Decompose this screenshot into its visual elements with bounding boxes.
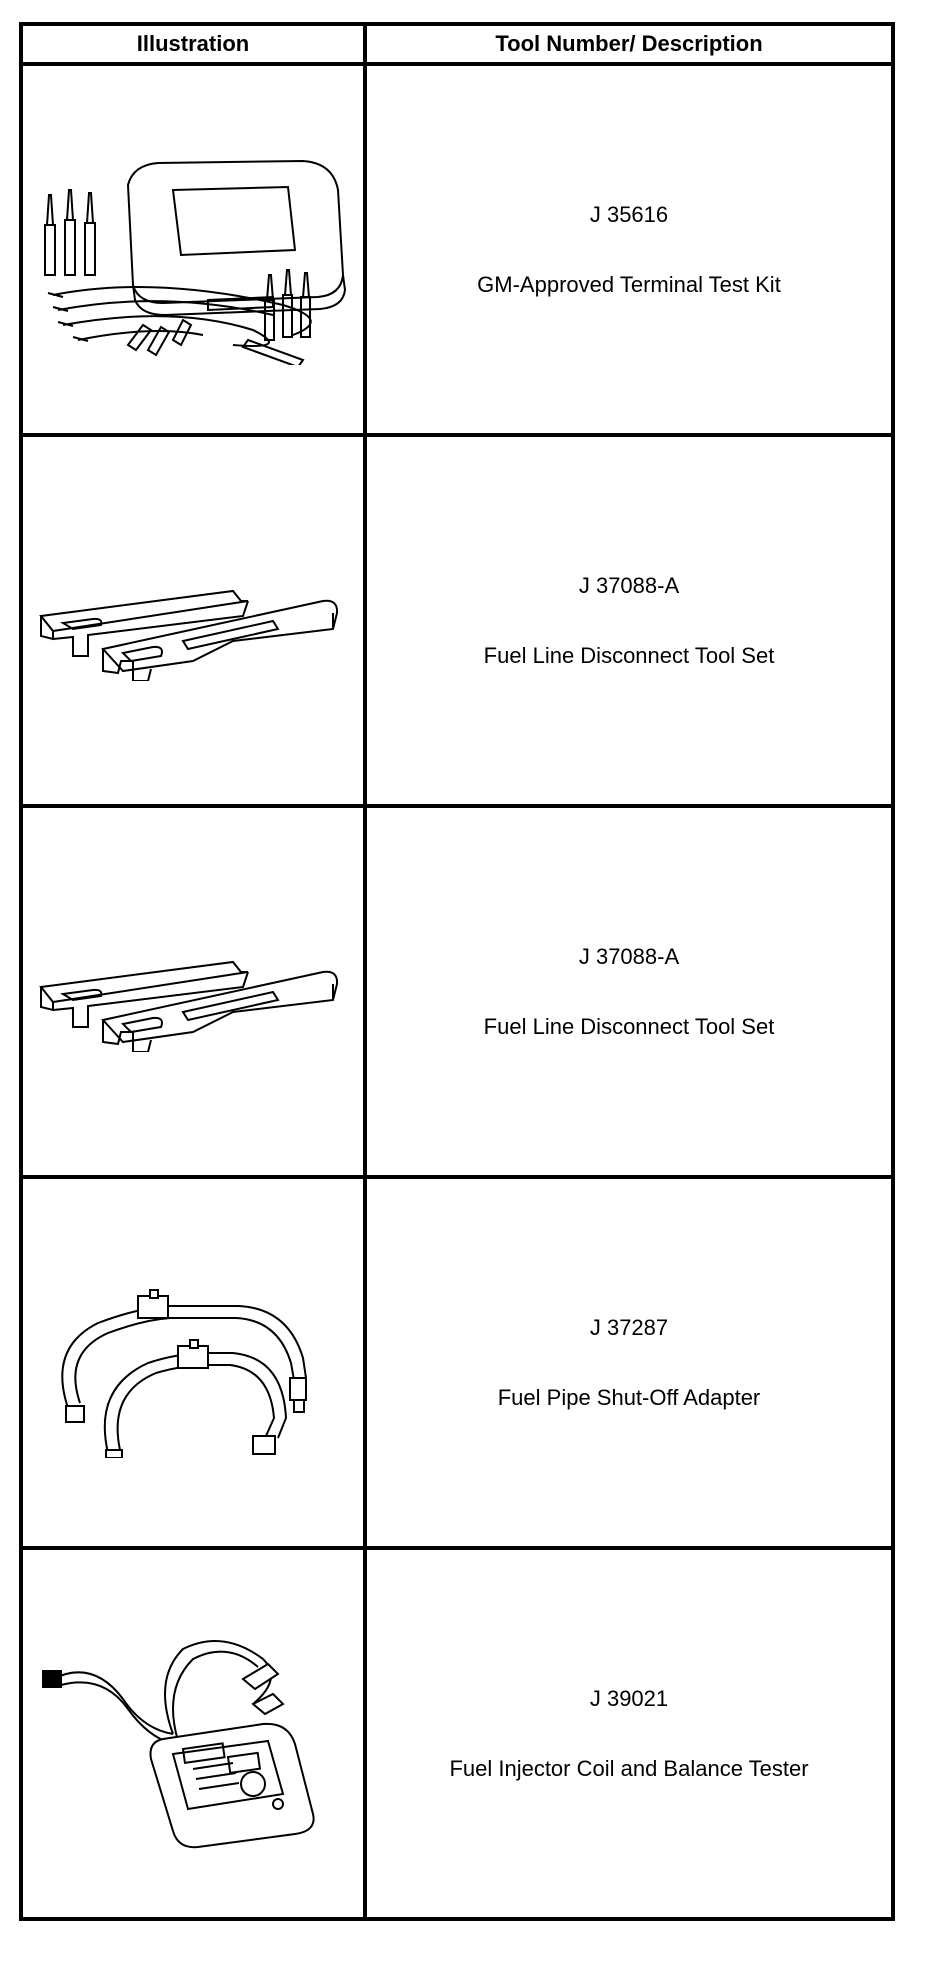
tools-table: Illustration Tool Number/ Description: [19, 22, 895, 1921]
fuel-line-disconnect-tool-illustration: [33, 561, 353, 681]
tool-number: J 37088-A: [578, 572, 680, 598]
tool-description: GM-Approved Terminal Test Kit: [477, 271, 781, 297]
illustration-cell: [19, 433, 367, 808]
tool-number: J 39021: [589, 1685, 669, 1711]
tool-number: J 35616: [589, 201, 669, 227]
description-cell: J 35616 GM-Approved Terminal Test Kit: [363, 62, 895, 437]
description-cell: J 37088-A Fuel Line Disconnect Tool Set: [363, 804, 895, 1179]
terminal-test-kit-illustration: [33, 135, 353, 365]
injector-tester-illustration: [33, 1619, 353, 1849]
header-tool-number-description: Tool Number/ Description: [363, 22, 895, 66]
tool-description: Fuel Injector Coil and Balance Tester: [449, 1755, 809, 1781]
illustration-cell: [19, 1175, 367, 1550]
table-row: J 35616 GM-Approved Terminal Test Kit: [19, 62, 895, 437]
description-cell: J 37287 Fuel Pipe Shut-Off Adapter: [363, 1175, 895, 1550]
table-row: J 37088-A Fuel Line Disconnect Tool Set: [19, 804, 895, 1179]
header-row: Illustration Tool Number/ Description: [19, 22, 895, 66]
description-cell: J 39021 Fuel Injector Coil and Balance T…: [363, 1546, 895, 1921]
illustration-cell: [19, 1546, 367, 1921]
illustration-cell: [19, 62, 367, 437]
tool-description: Fuel Line Disconnect Tool Set: [483, 642, 775, 668]
tool-number: J 37088-A: [578, 943, 680, 969]
table-row: J 37287 Fuel Pipe Shut-Off Adapter: [19, 1175, 895, 1550]
tool-description: Fuel Line Disconnect Tool Set: [483, 1013, 775, 1039]
tool-number: J 37287: [589, 1314, 669, 1340]
fuel-pipe-shutoff-adapter-illustration: [38, 1268, 348, 1458]
tool-description: Fuel Pipe Shut-Off Adapter: [497, 1384, 761, 1410]
description-cell: J 37088-A Fuel Line Disconnect Tool Set: [363, 433, 895, 808]
illustration-cell: [19, 804, 367, 1179]
table-row: J 39021 Fuel Injector Coil and Balance T…: [19, 1546, 895, 1921]
header-illustration: Illustration: [19, 22, 367, 66]
fuel-line-disconnect-tool-illustration: [33, 932, 353, 1052]
table-row: J 37088-A Fuel Line Disconnect Tool Set: [19, 433, 895, 808]
